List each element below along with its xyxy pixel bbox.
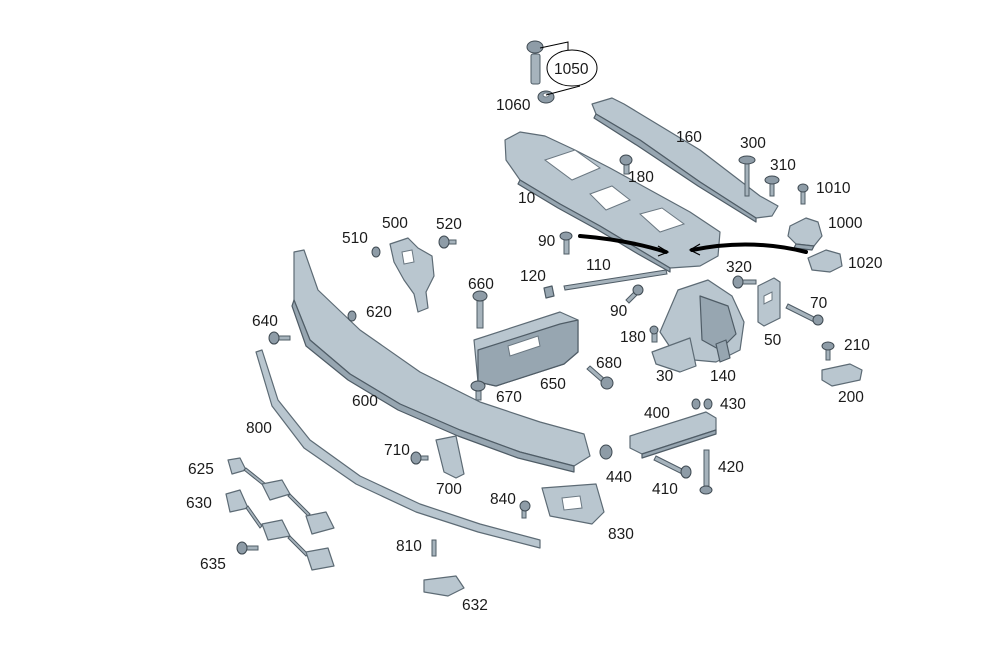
label-90-a: 90 <box>538 233 556 250</box>
label-210: 210 <box>844 337 870 354</box>
label-200: 200 <box>838 389 864 406</box>
part-120-clip[interactable] <box>543 285 555 299</box>
label-70: 70 <box>810 295 828 312</box>
part-400-tube[interactable] <box>629 411 717 459</box>
part-620-nut[interactable] <box>347 310 357 322</box>
label-670: 670 <box>496 389 522 406</box>
part-160-upper-beam[interactable] <box>591 97 779 223</box>
part-800-lower-strip[interactable] <box>255 349 541 549</box>
part-640-bolt[interactable] <box>268 331 291 345</box>
part-500-bracket[interactable] <box>389 237 435 313</box>
part-1010-screw[interactable] <box>797 183 809 205</box>
label-1020: 1020 <box>848 255 883 272</box>
label-710: 710 <box>384 442 410 459</box>
label-50: 50 <box>764 332 782 349</box>
label-630: 630 <box>186 495 212 512</box>
label-810: 810 <box>396 538 422 555</box>
label-310: 310 <box>770 157 796 174</box>
part-632-holder[interactable] <box>423 575 465 597</box>
label-1000: 1000 <box>828 215 863 232</box>
label-180-lower: 180 <box>620 329 646 346</box>
part-520-bolt[interactable] <box>438 235 457 249</box>
part-110-rod[interactable] <box>563 269 668 291</box>
part-140-clip[interactable] <box>715 339 731 363</box>
label-510: 510 <box>342 230 368 247</box>
part-90-bolt-a[interactable] <box>559 231 573 255</box>
label-830: 830 <box>608 526 634 543</box>
leader-1050 <box>539 41 581 96</box>
part-210-stud[interactable] <box>821 341 835 361</box>
label-160: 160 <box>676 129 702 146</box>
label-1010: 1010 <box>816 180 851 197</box>
part-200-bracket[interactable] <box>821 363 863 387</box>
part-300-stud[interactable] <box>738 155 756 197</box>
label-620: 620 <box>366 304 392 321</box>
part-630-clip-chain[interactable] <box>225 489 335 571</box>
label-500: 500 <box>382 215 408 232</box>
part-440-nut[interactable] <box>599 444 613 460</box>
part-1060-nut[interactable] <box>537 90 555 104</box>
label-1050: 1050 <box>554 61 589 78</box>
part-420-stud[interactable] <box>699 449 713 495</box>
arrow-right-head <box>688 243 701 256</box>
arrow-right <box>690 242 808 254</box>
part-710-bolt[interactable] <box>410 451 429 465</box>
label-400: 400 <box>644 405 670 422</box>
part-650-housing[interactable] <box>473 311 579 387</box>
label-410: 410 <box>652 481 678 498</box>
part-700-bracket[interactable] <box>435 435 465 479</box>
label-635: 635 <box>200 556 226 573</box>
part-830-plate[interactable] <box>541 483 605 525</box>
label-90-b: 90 <box>610 303 628 320</box>
part-430-nut[interactable] <box>691 398 713 410</box>
label-1060: 1060 <box>496 97 531 114</box>
part-320-bolt[interactable] <box>732 275 757 289</box>
part-1000-bracket[interactable] <box>787 217 823 251</box>
arrow-left <box>578 234 668 254</box>
part-600-bumper-beam[interactable] <box>291 249 591 473</box>
part-410-bolt[interactable] <box>653 455 692 479</box>
label-660: 660 <box>468 276 494 293</box>
part-660-bolt[interactable] <box>472 290 488 329</box>
part-840-bolt[interactable] <box>519 500 531 519</box>
label-520: 520 <box>436 216 462 233</box>
label-430: 430 <box>720 396 746 413</box>
part-310-bolt[interactable] <box>764 175 780 197</box>
part-625-clip-chain[interactable] <box>227 457 335 535</box>
label-300: 300 <box>740 135 766 152</box>
label-120: 120 <box>520 268 546 285</box>
label-180-upper: 180 <box>628 169 654 186</box>
part-810-clip[interactable] <box>431 539 437 557</box>
label-10: 10 <box>518 190 536 207</box>
part-70-bolt[interactable] <box>785 303 824 326</box>
arrow-left-head <box>657 245 670 257</box>
part-50-plate[interactable] <box>757 277 781 327</box>
label-440: 440 <box>606 469 632 486</box>
label-680: 680 <box>596 355 622 372</box>
label-840: 840 <box>490 491 516 508</box>
label-140: 140 <box>710 368 736 385</box>
part-90-bolt-b[interactable] <box>625 284 644 304</box>
label-632: 632 <box>462 597 488 614</box>
label-700: 700 <box>436 481 462 498</box>
label-320: 320 <box>726 259 752 276</box>
part-180-bolt-upper[interactable] <box>619 154 633 175</box>
part-635-bolt[interactable] <box>236 541 259 555</box>
part-680-bolt[interactable] <box>586 365 614 390</box>
label-625: 625 <box>188 461 214 478</box>
label-30: 30 <box>656 368 674 385</box>
part-670-stud[interactable] <box>470 380 486 401</box>
label-600: 600 <box>352 393 378 410</box>
label-640: 640 <box>252 313 278 330</box>
label-110: 110 <box>586 257 611 274</box>
label-420: 420 <box>718 459 744 476</box>
label-650: 650 <box>540 376 566 393</box>
part-10-carrier-tray[interactable] <box>504 131 721 273</box>
part-1020-bracket[interactable] <box>807 249 843 273</box>
part-510-nut[interactable] <box>371 246 381 258</box>
label-1050-oval <box>546 49 598 87</box>
part-180-bolt-lower[interactable] <box>649 325 659 343</box>
label-800: 800 <box>246 420 272 437</box>
